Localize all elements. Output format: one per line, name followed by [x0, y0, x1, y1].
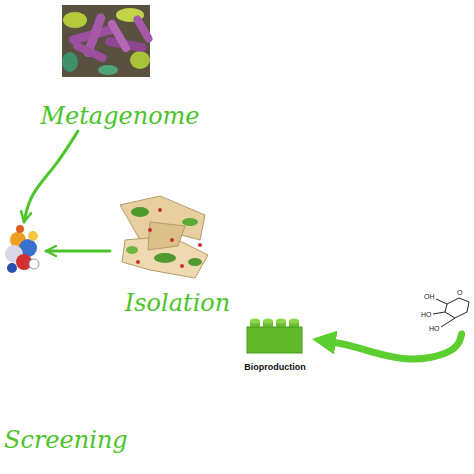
figure-shape	[188, 258, 202, 266]
figure-shape	[198, 243, 202, 247]
flow-arrow	[46, 250, 110, 253]
figure-shape	[7, 263, 17, 273]
figure-shape	[263, 319, 273, 324]
figure-shape	[62, 52, 78, 72]
figure-shape	[180, 264, 184, 268]
figure-shape	[148, 228, 152, 232]
node-caption: Metagenome	[40, 103, 199, 131]
atom-label: HO	[429, 325, 440, 333]
figure-shape	[436, 299, 447, 304]
figure-shape	[276, 319, 286, 324]
node-caption: Isolation	[125, 290, 230, 318]
protein-structure	[5, 225, 39, 273]
atom-label: O	[457, 289, 462, 297]
figure-shape	[247, 327, 302, 353]
figure-shape	[126, 246, 138, 254]
figure-shape	[131, 207, 149, 217]
glucose-structure	[433, 298, 469, 327]
figure-shape	[72, 41, 108, 63]
figure-shape	[154, 253, 176, 263]
flow-arrow	[24, 131, 78, 222]
node-caption: Bioproduction	[244, 362, 306, 372]
image-caption-node: Metagenome	[36, 3, 204, 131]
figure-shape	[158, 208, 162, 212]
figure-shape	[16, 225, 24, 233]
flow-arrow	[328, 334, 462, 359]
lego-brick	[247, 319, 302, 354]
figure-shape	[289, 319, 299, 324]
atom-label: OH	[424, 293, 435, 301]
figure-shape	[250, 319, 260, 324]
figure-shape	[107, 18, 132, 53]
figure-shape	[132, 14, 154, 44]
figure-shape	[136, 260, 140, 264]
figure-shape	[98, 65, 118, 75]
figure-shape	[28, 231, 38, 241]
figure-shape	[441, 318, 455, 327]
figure-shape	[433, 312, 445, 314]
figure-shape	[148, 222, 185, 250]
figure-shape	[182, 218, 198, 226]
image-caption-node: Isolation	[110, 190, 245, 318]
lego-node: Bioproduction	[238, 312, 312, 372]
figure-shape	[63, 12, 87, 28]
molecule-node: OH O HO HO	[420, 286, 472, 334]
protein-node: Screening	[2, 222, 46, 280]
node-caption: Screening	[4, 427, 128, 455]
figure-shape	[29, 259, 39, 269]
figure-shape	[445, 298, 469, 318]
microscopy-image	[62, 5, 154, 77]
figure-shape	[130, 51, 150, 69]
atom-label: HO	[421, 311, 432, 319]
figure-shape	[170, 238, 174, 242]
isolation-image	[120, 196, 208, 278]
